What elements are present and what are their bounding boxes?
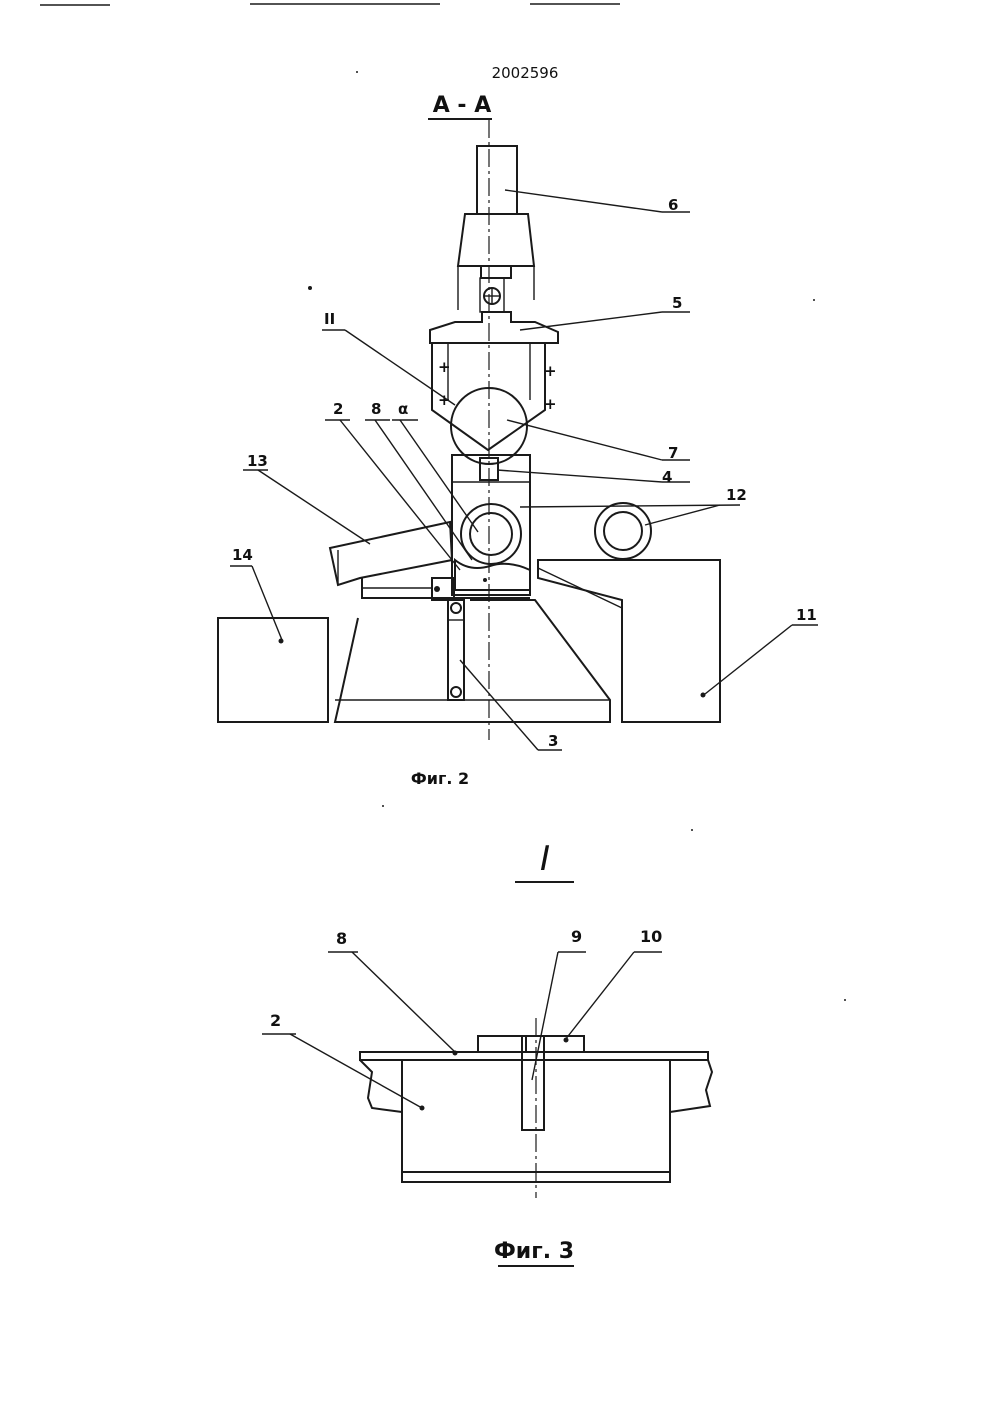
section-title: А - А xyxy=(433,93,492,118)
cylinder-head xyxy=(458,214,534,266)
label-6: 6 xyxy=(668,196,678,214)
label-3: 3 xyxy=(548,732,558,750)
label-13: 13 xyxy=(247,452,268,470)
saddle-2 xyxy=(455,560,530,590)
label-12: 12 xyxy=(726,486,747,504)
label-5: 5 xyxy=(672,294,682,312)
figure-2: + + + + xyxy=(218,120,818,788)
bolt-mark-3: + xyxy=(544,362,557,380)
upright-body xyxy=(452,455,530,595)
scan-edge-marks xyxy=(40,4,620,5)
label-8: 8 xyxy=(371,400,381,418)
bolt-mark-1: + xyxy=(438,358,451,376)
top-plate xyxy=(360,1052,708,1060)
label-11: 11 xyxy=(796,606,817,624)
label-14: 14 xyxy=(232,546,253,564)
left-break xyxy=(360,1060,402,1112)
pipe-12-a-inner xyxy=(470,513,512,555)
detail-title: I xyxy=(540,839,550,879)
joint-block xyxy=(481,266,511,278)
label-7: 7 xyxy=(668,444,678,462)
fig3-label-9: 9 xyxy=(571,927,582,946)
chute-13 xyxy=(330,522,452,585)
cylinder-rod-6 xyxy=(477,146,517,214)
fig3-label-8: 8 xyxy=(336,929,347,948)
leader-lines xyxy=(230,190,818,750)
bolt-mark-4: + xyxy=(544,395,557,413)
pad-10 xyxy=(544,1036,584,1052)
patent-number: 2002596 xyxy=(492,64,559,82)
fig3-label-10: 10 xyxy=(640,927,662,946)
fig3-label-2: 2 xyxy=(270,1011,281,1030)
fig3-leader-lines xyxy=(262,952,662,1108)
caption-fig-3: Фиг. 3 xyxy=(494,1239,574,1264)
box-14 xyxy=(218,618,328,722)
label-detail-II: II xyxy=(324,310,335,328)
label-alpha: α xyxy=(398,400,408,418)
label-4: 4 xyxy=(662,468,672,486)
pipe-12-b-inner xyxy=(604,512,642,550)
label-2: 2 xyxy=(333,400,343,418)
base-frame xyxy=(335,600,610,722)
figure-3: 8 9 10 2 Фиг. 3 xyxy=(262,927,712,1266)
pad-left xyxy=(478,1036,526,1052)
right-break xyxy=(670,1060,712,1112)
cylinder-3 xyxy=(448,600,464,700)
caption-fig-2: Фиг. 2 xyxy=(411,769,469,788)
